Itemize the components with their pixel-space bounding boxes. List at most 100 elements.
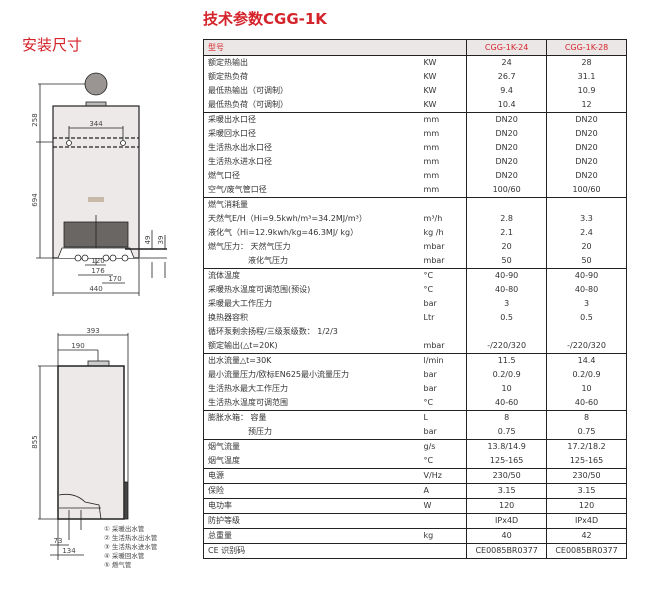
- row-unit: l/min: [423, 353, 467, 368]
- row-value-24: 120: [466, 498, 547, 514]
- row-value-24: -/220/320: [466, 339, 547, 354]
- row-value-24: DN20: [466, 112, 547, 127]
- row-label: 采暖热水温度可调范围(预设): [208, 285, 311, 294]
- row-value-28: 3.3: [546, 212, 627, 226]
- dim-258: 258: [31, 113, 39, 126]
- row-value-28: 28: [546, 55, 627, 70]
- row-value-24: [466, 197, 547, 212]
- row-label: 燃气压力： 天然气压力: [208, 242, 291, 251]
- row-unit: mbar: [423, 256, 445, 265]
- boiler-side: [57, 365, 125, 520]
- dim-176: 176: [91, 267, 105, 275]
- row-value-28: [546, 325, 627, 339]
- row-label: 额定热负荷: [208, 72, 248, 81]
- row-value-24: CE0085BR0377: [466, 543, 547, 559]
- row-unit: mm: [423, 129, 440, 138]
- row-value-28: 31.1: [546, 70, 627, 84]
- row-value-28: 0.5: [546, 311, 627, 325]
- row-value-24: 230/50: [466, 468, 547, 484]
- wolf-logo: [88, 197, 104, 202]
- row-value-28: [546, 197, 627, 212]
- row-unit: kg: [423, 528, 467, 544]
- row-value-28: 40-90: [546, 268, 627, 283]
- technical-parameters-title: 技术参数CGG-1K: [203, 10, 327, 28]
- row-value-24: 2.1: [466, 226, 547, 240]
- row-value-24: 40-60: [466, 396, 547, 411]
- dim-39: 39: [157, 236, 165, 245]
- row-unit: KW: [423, 72, 437, 81]
- row-value-28: 40-80: [546, 283, 627, 297]
- row-unit: °C: [423, 285, 434, 294]
- row-value-28: 0.2/0.9: [546, 368, 627, 382]
- row-value-24: DN20: [466, 155, 547, 169]
- row-label: 烟气流量: [203, 439, 424, 454]
- row-label: 液化气（Hi=12.9kwh/kg=46.3MJ/ kg）: [208, 228, 359, 237]
- row-value-24: 8: [466, 410, 547, 425]
- row-value-28: 0.75: [546, 425, 627, 440]
- side-view: [38, 333, 129, 560]
- row-label: 防护等级: [203, 513, 424, 529]
- row-value-24: 125-165: [466, 454, 547, 469]
- legend-item: ③ 生活热水进水管: [104, 542, 158, 551]
- row-value-24: 26.7: [466, 70, 547, 84]
- row-value-28: -/220/320: [546, 339, 627, 354]
- row-label: 最小流量压力/欧标EN625最小流量压力: [208, 370, 350, 379]
- row-unit: KW: [423, 86, 437, 95]
- row-label: 循环泵剩余扬程/三级泵级数： 1/2/3: [208, 327, 338, 336]
- row-unit: mm: [423, 157, 440, 166]
- row-unit: bar: [423, 384, 437, 393]
- row-label: 采暖回水口径: [208, 129, 256, 138]
- row-value-28: 14.4: [546, 353, 627, 368]
- row-value-28: DN20: [546, 169, 627, 183]
- row-unit: [424, 325, 467, 339]
- row-label: 流体温度: [203, 268, 424, 283]
- row-label: 燃气消耗量: [203, 197, 424, 212]
- row-unit: A: [423, 483, 467, 499]
- row-label: 生活热水进水口径: [208, 157, 272, 166]
- row-value-28: DN20: [546, 127, 627, 141]
- dim-190: 190: [71, 342, 84, 350]
- row-value-24: 10.4: [466, 98, 547, 113]
- row-label: 额定输出(△t=20K): [208, 341, 278, 350]
- row-unit: W: [423, 498, 467, 514]
- row-value-24: 11.5: [466, 353, 547, 368]
- row-value-28: 12: [546, 98, 627, 113]
- row-value-24: 10: [466, 382, 547, 396]
- row-unit: °C: [423, 268, 467, 283]
- row-value-28: 17.2/18.2: [546, 439, 627, 454]
- row-unit: L: [423, 410, 467, 425]
- row-unit: KW: [423, 100, 437, 109]
- front-view: [36, 72, 167, 296]
- row-unit: g/s: [423, 439, 467, 454]
- row-label: 液化气压力: [248, 256, 288, 265]
- dim-694: 694: [31, 193, 39, 207]
- row-value-28: 8: [546, 410, 627, 425]
- row-label: 生活热水出水口径: [208, 143, 272, 152]
- dim-440: 440: [89, 285, 102, 293]
- row-unit: bar: [423, 299, 437, 308]
- row-value-28: 42: [546, 528, 627, 544]
- row-unit: bar: [423, 370, 437, 379]
- row-value-24: 2.8: [466, 212, 547, 226]
- row-label: 换热器容积: [208, 313, 248, 322]
